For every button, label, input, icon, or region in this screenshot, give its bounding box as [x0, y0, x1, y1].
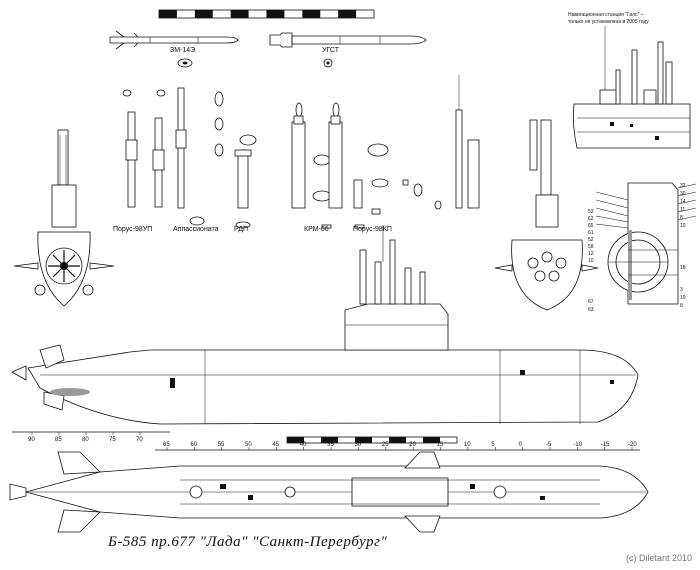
scale-bar-top: [158, 9, 375, 19]
svg-text:52: 52: [588, 237, 594, 243]
section-labels: 53 62 65 61 52 58 12 10 32 30 14 11 8 10…: [588, 183, 686, 313]
torpedo-label: УГСТ: [322, 47, 340, 54]
scale-tick-label: 45: [272, 442, 279, 448]
drawing-title: Б-585 пр.677 "Лада" "Санкт-Перербург": [108, 534, 388, 550]
svg-text:18: 18: [680, 265, 686, 271]
scale-tick-label: 5: [491, 442, 495, 448]
scale-cell: [194, 10, 213, 18]
scale-tick-label: 65: [163, 442, 170, 448]
missile-label: ЗМ-14Э: [170, 47, 195, 54]
scale-cell: [287, 437, 304, 443]
svg-text:8: 8: [680, 303, 683, 309]
mast-label-appassionata: Аппассионата: [173, 226, 219, 233]
bow-view-left: [13, 129, 115, 307]
mast-appassionata: [175, 87, 187, 209]
scale-cell: [230, 10, 249, 18]
scale-cell: [338, 10, 357, 18]
svg-text:62: 62: [588, 216, 594, 222]
torpedo-ugst-drawing: [269, 32, 427, 68]
scale-tick-label: 80: [82, 437, 89, 443]
scale-tick-label: 50: [245, 442, 252, 448]
mast-label-rdp: РДП: [234, 226, 248, 233]
svg-text:53: 53: [588, 209, 594, 215]
scale-tick-label: 25: [382, 442, 389, 448]
scale-tick-label: 75: [109, 437, 116, 443]
side-profile: [11, 225, 639, 425]
plan-view: [9, 451, 649, 533]
scale-tick-label: 30: [354, 442, 361, 448]
scale-cell: [355, 437, 372, 443]
svg-text:61: 61: [588, 230, 594, 236]
scale-tick-label: -20: [628, 442, 637, 448]
scale-tick-label: 20: [409, 442, 416, 448]
scale-bar-middle: [286, 436, 458, 444]
svg-text:30: 30: [680, 191, 686, 197]
scale-tick-label: 10: [464, 442, 471, 448]
sail-detail: [573, 26, 691, 149]
note-line-1: Навигационная станция "Галс" –: [568, 12, 644, 18]
svg-text:10: 10: [680, 223, 686, 229]
scale-tick-label: 55: [218, 442, 225, 448]
svg-text:19: 19: [680, 295, 686, 301]
scale-cell: [389, 437, 406, 443]
svg-text:14: 14: [680, 199, 686, 205]
scale-tick-label: -5: [546, 442, 552, 448]
scale-cell: [159, 10, 177, 18]
missile-3m14-drawing: [109, 30, 239, 68]
mast-krm66: [291, 115, 343, 209]
svg-text:32: 32: [680, 183, 686, 189]
scale-upper: 90 85 80 75 70: [12, 431, 170, 443]
masts-row: [122, 89, 442, 229]
bow-view-right: [494, 119, 599, 311]
scale-cell: [302, 10, 321, 18]
mast-label-krm66: КРМ-66: [304, 226, 329, 233]
scale-cell: [266, 10, 285, 18]
svg-text:58: 58: [588, 244, 594, 250]
mast-porus-98kp: [353, 75, 480, 209]
mast-rdp: [234, 149, 252, 209]
scale-cell: [423, 437, 440, 443]
scale-tick-label: -10: [573, 442, 582, 448]
scale-tick-label: 40: [300, 442, 307, 448]
scale-tick-label: 90: [28, 437, 35, 443]
svg-text:8: 8: [680, 215, 683, 221]
svg-text:67: 67: [588, 299, 594, 305]
mast-label-porus-98kp: Порус-98КП: [353, 226, 392, 233]
scale-tick-label: 70: [136, 437, 143, 443]
svg-text:3: 3: [680, 287, 683, 293]
hull-cross-section: [595, 182, 697, 305]
scale-tick-label: 35: [327, 442, 334, 448]
svg-text:11: 11: [680, 207, 685, 213]
svg-text:63: 63: [588, 307, 594, 313]
copyright-text: (c) Diletant 2010: [625, 553, 692, 563]
scale-tick-label: 0: [519, 442, 523, 448]
svg-text:12: 12: [588, 251, 594, 257]
scale-cell: [321, 437, 338, 443]
mast-label-porus-98up: Порус-98УП: [113, 226, 152, 233]
scale-tick-label: 85: [55, 437, 62, 443]
scale-tick-label: -15: [601, 442, 610, 448]
scale-tick-label: 60: [190, 442, 197, 448]
scale-tick-label: 15: [437, 442, 444, 448]
note-line-2: только не установлена в 2005 году: [568, 19, 649, 25]
svg-text:10: 10: [588, 258, 594, 264]
svg-text:65: 65: [588, 223, 594, 229]
mast-porus-98up: [125, 111, 165, 208]
